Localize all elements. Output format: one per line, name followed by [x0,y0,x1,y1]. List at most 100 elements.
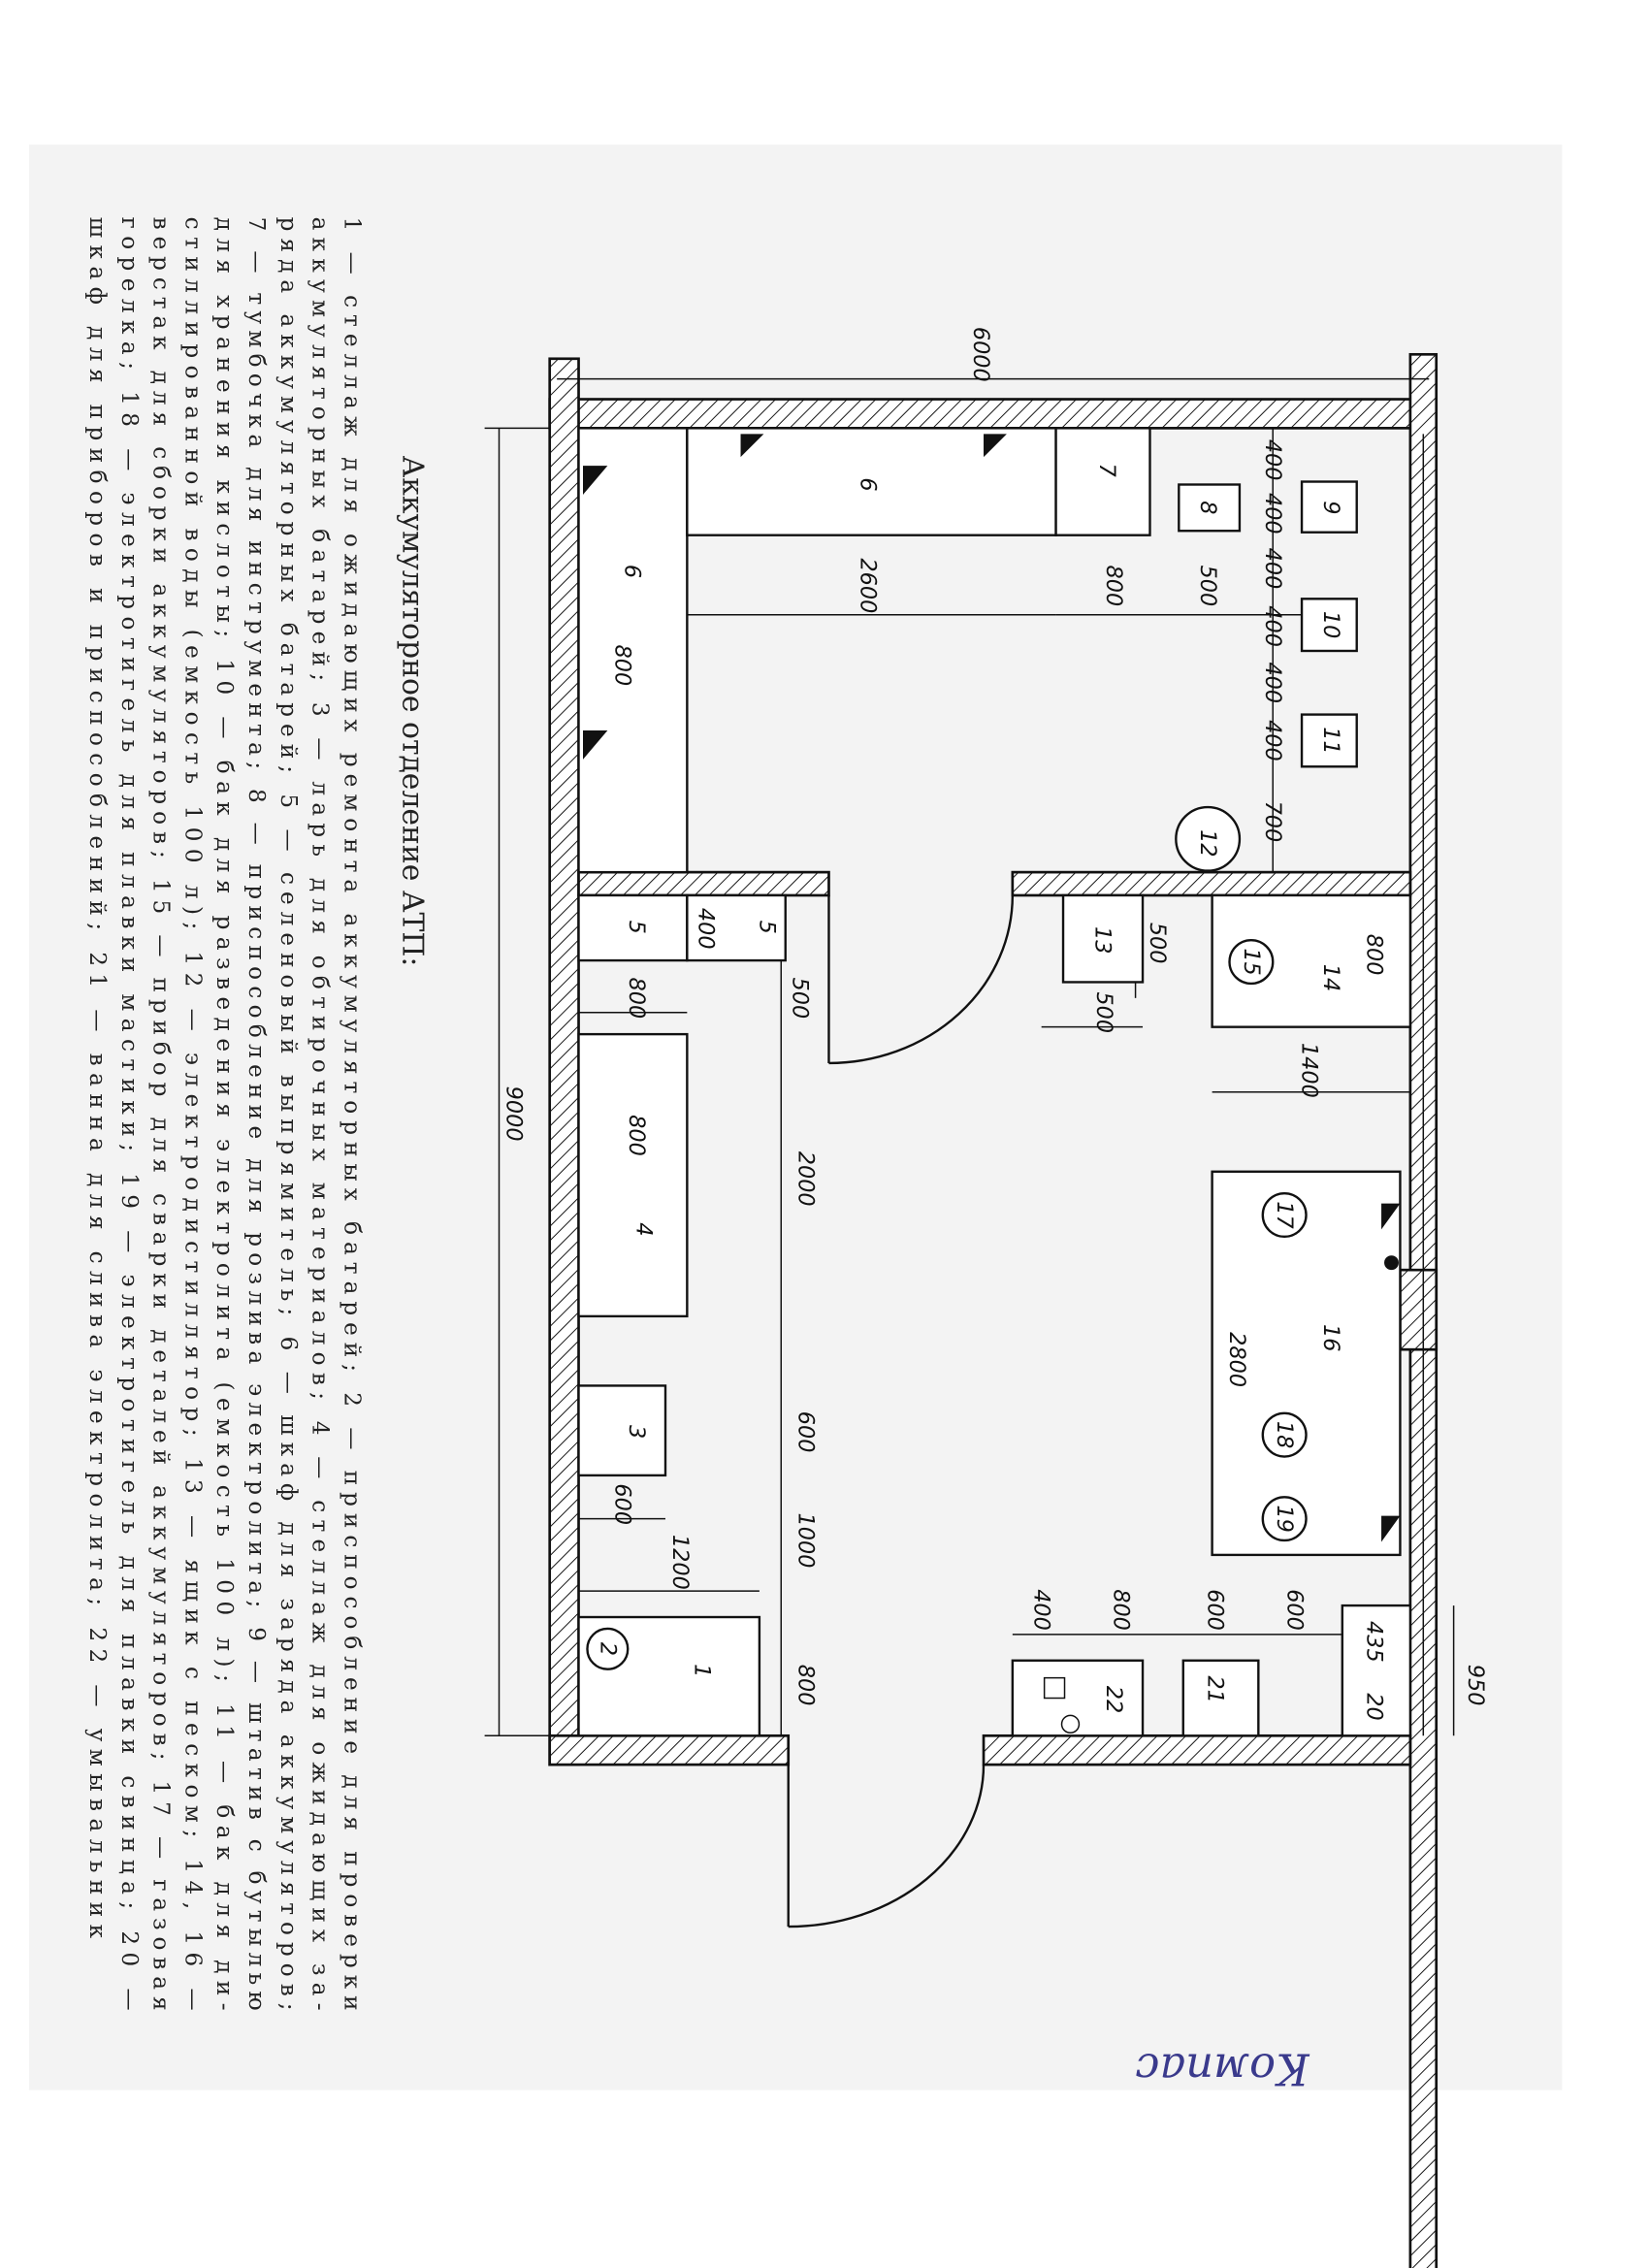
partition-left [577,870,830,897]
dimension-label: 800 [1109,1589,1134,1631]
dimension-label: 500 [1091,991,1116,1033]
vent-icon [740,434,764,458]
dimension-label: 400 [694,908,719,950]
dimension-label: 800 [624,977,649,1019]
equipment-22 [1011,1659,1145,1737]
equipment-21 [1181,1659,1260,1737]
equipment-label: 13 [1089,926,1115,954]
legend-line: для хранения кислоты; 10 — бак для разве… [211,217,237,2011]
equipment-6-left [577,427,689,874]
dimension-label: 6000 [968,327,993,382]
dimension-label: 800 [609,645,634,687]
wall-bottom-left [548,1733,791,1766]
dimension-label: 400 [1260,662,1285,703]
equipment [577,427,1412,1737]
dimension-label: 400 [1260,605,1285,647]
doors [787,894,1015,1928]
vent-icon [1381,1515,1401,1542]
equipment-3 [577,1384,667,1477]
equipment-12 [1175,805,1242,872]
equipment-8 [1178,483,1242,533]
dimension-label: 600 [1282,1589,1308,1631]
equipment-label: 1 [689,1664,714,1677]
equipment-label: 3 [624,1425,649,1439]
wall-pier [1399,1268,1439,1351]
equipment-label: 22 [1101,1686,1126,1713]
dimension-label: 400 [1260,720,1285,761]
dimension-label: 2600 [856,558,881,613]
dimension-label: 400 [1260,439,1285,481]
dimension-label: 1000 [793,1513,819,1569]
sink-tap-icon [1043,1676,1066,1700]
equipment-18 [1261,1411,1308,1458]
equipment-label: 10 [1318,611,1343,638]
legend-line: стиллированной воды (емкость 100 л); 12 … [179,217,205,2011]
equipment-label: 6 [620,565,645,578]
equipment-label: 19 [1272,1505,1297,1532]
equipment-7 [1054,427,1151,536]
dimension-label: 2800 [1224,1332,1249,1387]
equipment-label: 5 [624,921,649,934]
sink-drain-icon [1060,1714,1081,1734]
dimension-label: 500 [1195,566,1220,607]
equipment-label: 16 [1318,1324,1343,1351]
dimension-label: 800 [1101,566,1126,607]
dimension-label: 1200 [667,1535,693,1590]
dimension-label: 400 [1029,1589,1054,1631]
dimension-label: 400 [1260,493,1285,535]
equipment-4 [577,1032,689,1318]
equipment-label: 9 [1318,501,1343,514]
equipment-label: 11 [1318,727,1343,754]
wall-top [548,398,1412,430]
equipment-label: 7 [1094,463,1119,477]
dimension-labels: 6000 9000 400 400 400 400 400 400 700 50… [501,327,1488,1706]
wall-bottom-right [982,1733,1412,1766]
dimension-label: 800 [1362,934,1387,976]
dimension-label: 500 [788,977,813,1019]
equipment-5-b [686,893,787,962]
door-swing-interior [828,894,1015,1065]
dimension-label: 800 [624,1115,649,1156]
door-swing-entrance [788,1765,986,1928]
dimension-label: 400 [1260,548,1285,590]
equipment-label: 21 [1203,1675,1228,1702]
equipment-10 [1300,598,1358,653]
equipment-label: 8 [1195,501,1220,514]
dimension-label: 435 [1362,1621,1387,1663]
equipment-label: 17 [1272,1201,1297,1229]
equipment-label: 12 [1195,829,1220,857]
dimension-label: 2000 [793,1151,819,1207]
legend-line: аккумуляторных батарей; 3 — ларь для обт… [307,217,333,2011]
equipment-label: 20 [1362,1693,1387,1720]
equipment-label: 2 [595,1642,620,1656]
caption-title: Аккумуляторное отделение АТП: [396,456,430,967]
dimension-label: 800 [793,1665,819,1706]
legend-line: шкаф для приборов и приспособлений; 21 —… [84,217,110,1939]
vent-icon [1381,1203,1401,1230]
partition-right [1011,870,1412,897]
equipment-16 [1211,1170,1402,1557]
equipment-20 [1341,1604,1412,1737]
equipment-label: 15 [1239,948,1264,975]
dimension-label: 500 [1145,923,1170,964]
equipment-17 [1261,1191,1308,1239]
equipment-9 [1300,480,1358,534]
dimension-label: 1400 [1297,1043,1322,1098]
equipment-label: 6 [856,477,881,491]
legend-line: 1 — стеллаж для ожидающих ремонта аккуму… [339,217,364,2011]
equipment-label: 14 [1318,964,1343,991]
dimension-label: 600 [609,1483,634,1525]
dimension-label: 700 [1260,801,1285,843]
equipment-15 [1228,939,1275,986]
dimension-label: 600 [1203,1589,1228,1631]
wall-left [548,357,580,1766]
equipment-label: 4 [631,1222,657,1236]
legend-line: 7 — тумбочка для инструмента; 8 — приспо… [243,217,269,2011]
equipment-13 [1061,893,1145,984]
equipment-5-a [577,893,689,962]
equipment-labels: 6 6 7 8 9 10 11 12 13 14 15 16 17 18 19 … [595,463,1386,1720]
dimension-label: 9000 [501,1086,526,1142]
handwritten-note: Компас [1135,2043,1310,2094]
equipment-2 [586,1627,630,1670]
